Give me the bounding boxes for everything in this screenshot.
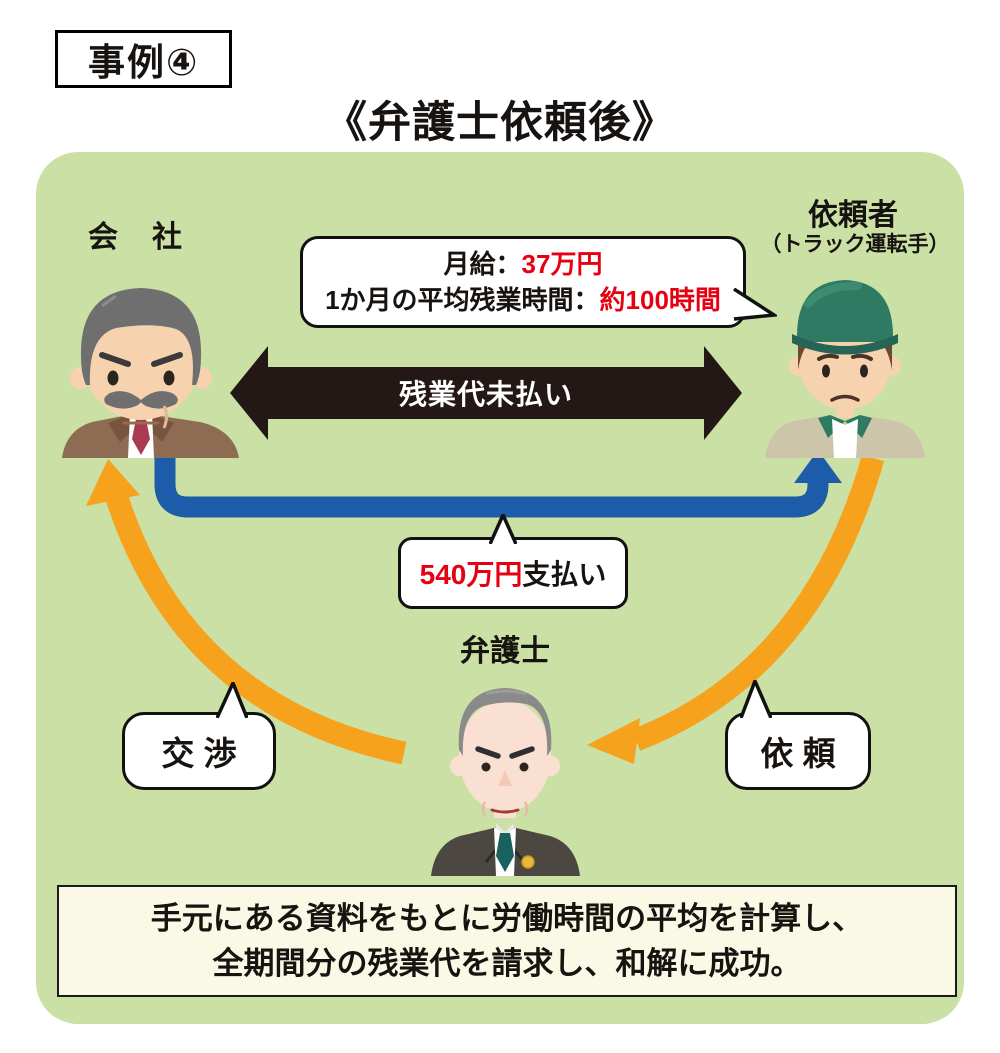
negotiation-bubble-tail — [216, 682, 248, 718]
salary-bubble-tail — [733, 288, 777, 321]
payment-amount: 540万円 — [419, 559, 523, 590]
company-label: 会 社 — [88, 221, 184, 254]
company-person-icon — [62, 288, 239, 458]
salary-line: 月給：37万円 — [444, 246, 603, 282]
result-box: 手元にある資料をもとに労働時間の平均を計算し、 全期間分の残業代を請求し、和解に… — [57, 885, 957, 997]
result-line-2: 全期間分の残業代を請求し、和解に成功。 — [212, 946, 802, 981]
client-person-icon — [765, 280, 925, 458]
overtime-line: 1か月の平均残業時間：約100時間 — [325, 282, 721, 318]
request-bubble-tail — [740, 680, 772, 718]
overtime-label: 1か月の平均残業時間： — [325, 285, 600, 315]
result-line-1: 手元にある資料をもとに労働時間の平均を計算し、 — [150, 901, 864, 936]
case-number-label: 事例④ — [88, 42, 200, 83]
payment-bubble: 540万円支払い — [398, 537, 628, 609]
salary-label: 月給： — [443, 249, 522, 279]
page-title: 《弁護士依頼後》 — [324, 99, 676, 147]
lawyer-label: 弁護士 — [460, 635, 550, 668]
unpaid-overtime-arrow: 残業代未払い — [228, 342, 744, 444]
overtime-value: 約100時間 — [599, 285, 721, 315]
payment-bubble-tail — [489, 514, 517, 544]
negotiation-label: 交 渉 — [161, 735, 237, 772]
case-number-box: 事例④ — [55, 30, 233, 88]
client-sublabel: （トラック運転手） — [760, 233, 950, 256]
request-label: 依 頼 — [760, 735, 836, 772]
salary-value: 37万円 — [521, 249, 603, 279]
request-bubble: 依 頼 — [725, 712, 871, 790]
lawyer-person-icon — [431, 688, 580, 876]
unpaid-overtime-label: 残業代未払い — [398, 379, 573, 410]
payment-label: 支払い — [522, 559, 607, 590]
client-label: 依頼者 — [808, 199, 898, 232]
negotiation-bubble: 交 渉 — [122, 712, 276, 790]
salary-info-bubble: 月給：37万円 1か月の平均残業時間：約100時間 — [300, 236, 746, 328]
double-arrow-icon — [230, 346, 742, 440]
